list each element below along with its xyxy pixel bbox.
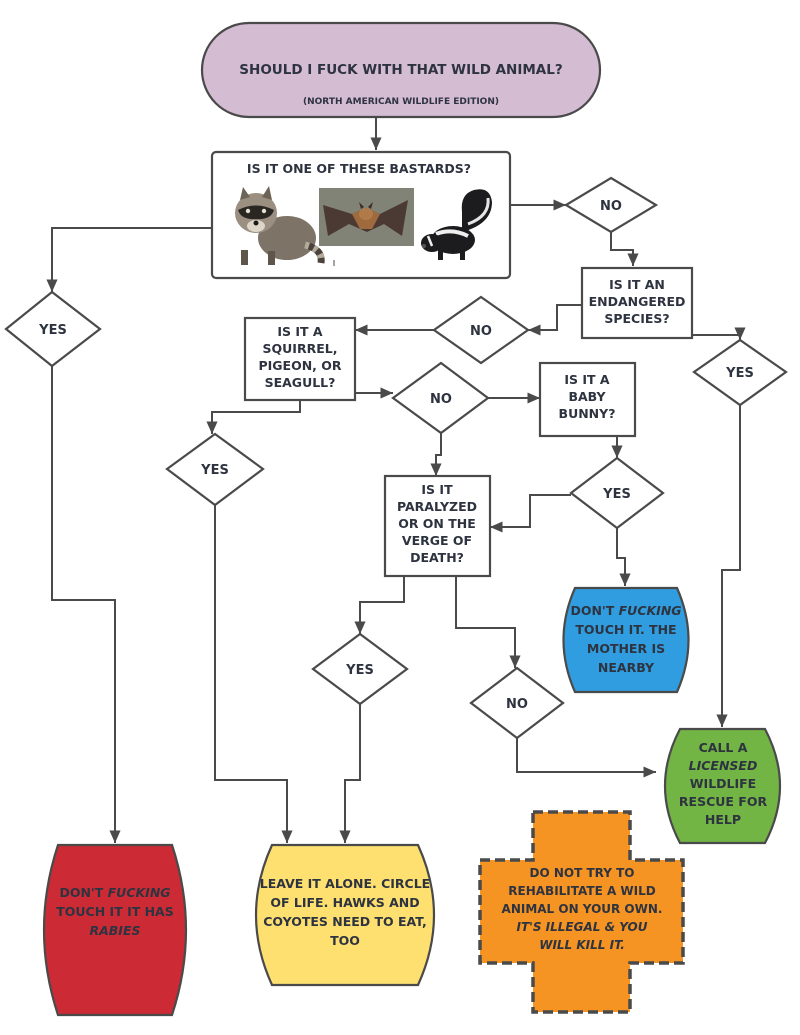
decision-no3-label: NO xyxy=(430,392,452,407)
warning-l1: DO NOT TRY TO xyxy=(530,866,635,880)
outcome-mother-l1a: DON'T xyxy=(570,603,618,618)
svg-text:DON'T FUCKING: DON'T FUCKING xyxy=(570,603,681,618)
q-squirrel-l2: SQUIRREL, xyxy=(263,341,338,356)
q-squirrel-l1: IS IT A xyxy=(277,324,323,339)
title-line2: (NORTH AMERICAN WILDLIFE EDITION) xyxy=(303,97,499,107)
connectors xyxy=(46,117,746,843)
warning-l3: ANIMAL ON YOUR OWN. xyxy=(502,902,663,916)
skunk-image xyxy=(416,186,498,264)
q-bunny-l3: BUNNY? xyxy=(559,406,616,421)
decision-no1-label: NO xyxy=(600,199,622,214)
q-paralyzed-l4: VERGE OF xyxy=(402,533,472,548)
question-bastards: IS IT ONE OF THESE BASTARDS? xyxy=(210,150,512,280)
outcome-mother-nearby: DON'T FUCKING TOUCH IT. THE MOTHER IS NE… xyxy=(562,586,690,694)
edge-yes2-to-rescue xyxy=(716,405,741,727)
edge-yes3-to-leave xyxy=(214,505,293,843)
decision-no2: NO xyxy=(432,295,530,365)
edge-no4-to-rescue xyxy=(516,738,656,778)
decision-yes4-label: YES xyxy=(602,487,631,502)
decision-yes5-label: YES xyxy=(345,663,374,678)
outcome-mother-l1b: FUCKING xyxy=(619,603,682,618)
decision-yes4: YES xyxy=(569,456,665,530)
outcome-rescue-l4: RESCUE FOR xyxy=(679,794,768,809)
decision-no2-label: NO xyxy=(470,324,492,339)
q-paralyzed-l3: OR ON THE xyxy=(398,516,476,531)
warning-l4: IT'S ILLEGAL & YOU xyxy=(517,920,648,934)
q-paralyzed-l1: IS IT xyxy=(421,482,453,497)
title-node: SHOULD I FUCK WITH THAT WILD ANIMAL? (NO… xyxy=(200,21,602,119)
edge-squirrel-to-yes3 xyxy=(206,400,301,434)
outcome-rabies: DON'T FUCKING TOUCH IT IT HAS RABIES xyxy=(42,843,188,1017)
q-paralyzed-l2: PARALYZED xyxy=(397,499,477,514)
outcome-rabies-l1b: FUCKING xyxy=(108,885,171,900)
edge-paralyzed-to-yes5 xyxy=(354,576,405,634)
warning-l5: WILL KILL IT. xyxy=(539,938,625,952)
q-bunny-l1: IS IT A xyxy=(564,372,610,387)
question-bastards-label: IS IT ONE OF THESE BASTARDS? xyxy=(247,161,471,176)
decision-no4: NO xyxy=(469,666,565,740)
decision-yes1-label: YES xyxy=(38,323,67,338)
outcome-leave-it-alone: LEAVE IT ALONE. CIRCLE OF LIFE. HAWKS AN… xyxy=(254,843,436,987)
edge-yes4-to-paralyzed xyxy=(490,494,571,533)
question-endangered: IS IT AN ENDANGERED SPECIES? xyxy=(580,266,694,340)
decision-yes3: YES xyxy=(165,432,265,507)
question-paralyzed: IS IT PARALYZED OR ON THE VERGE OF DEATH… xyxy=(383,474,492,578)
edge-bastards-to-yes1 xyxy=(46,227,212,292)
svg-text:DON'T FUCKING: DON'T FUCKING xyxy=(59,885,170,900)
warning-cross: DO NOT TRY TO REHABILITATE A WILD ANIMAL… xyxy=(478,810,685,1014)
q-endangered-l1: IS IT AN xyxy=(609,277,665,292)
decision-no1: NO xyxy=(563,176,659,234)
decision-yes3-label: YES xyxy=(200,463,229,478)
decision-yes1: YES xyxy=(4,290,102,368)
q-bunny-l2: BABY xyxy=(568,389,606,404)
outcome-rabies-l3: RABIES xyxy=(89,923,140,938)
edge-paralyzed-to-no4 xyxy=(455,576,521,668)
edge-yes1-to-rabies xyxy=(51,366,121,843)
q-endangered-l2: ENDANGERED xyxy=(589,294,686,309)
outcome-leave-l4: TOO xyxy=(330,933,360,948)
outcome-rescue-l1: CALL A xyxy=(699,740,748,755)
outcome-mother-l3: MOTHER IS xyxy=(587,641,665,656)
decision-no4-label: NO xyxy=(506,697,528,712)
outcome-leave-l3: COYOTES NEED TO EAT, xyxy=(263,914,427,929)
outcome-rabies-l2: TOUCH IT IT HAS xyxy=(56,904,174,919)
question-bunny: IS IT A BABY BUNNY? xyxy=(538,361,637,438)
outcome-mother-l2: TOUCH IT. THE xyxy=(575,622,676,637)
outcome-leave-l2: OF LIFE. HAWKS AND xyxy=(270,895,419,910)
q-squirrel-l3: PIGEON, OR xyxy=(258,358,341,373)
q-squirrel-l4: SEAGULL? xyxy=(265,375,336,390)
outcome-mother-l4: NEARBY xyxy=(598,660,655,675)
raccoon-image xyxy=(222,186,325,270)
decision-no3: NO xyxy=(391,361,490,435)
q-paralyzed-l5: DEATH? xyxy=(410,550,464,565)
outcome-rescue-l3: WILDLIFE xyxy=(690,776,756,791)
outcome-leave-l1: LEAVE IT ALONE. CIRCLE xyxy=(260,876,430,891)
edge-endangered-to-no2 xyxy=(528,304,582,336)
edge-yes4-to-mother xyxy=(616,528,631,586)
outcome-rescue-l2: LICENSED xyxy=(689,758,758,773)
edge-endangered-to-yes2 xyxy=(692,327,746,340)
q-endangered-l3: SPECIES? xyxy=(604,311,669,326)
edge-yes5-to-leave xyxy=(339,704,361,843)
edge-no3-to-paralyzed xyxy=(430,433,442,476)
outcome-wildlife-rescue: CALL A LICENSED WILDLIFE RESCUE FOR HELP xyxy=(663,727,782,845)
bat-image xyxy=(319,188,414,266)
edge-no1-to-endangered xyxy=(610,232,639,266)
outcome-rescue-l5: HELP xyxy=(705,812,741,827)
question-squirrel: IS IT A SQUIRREL, PIGEON, OR SEAGULL? xyxy=(243,316,357,402)
warning-l2: REHABILITATE A WILD xyxy=(508,884,655,898)
decision-yes2-label: YES xyxy=(725,366,754,381)
title-line1: SHOULD I FUCK WITH THAT WILD ANIMAL? xyxy=(239,62,562,78)
outcome-rabies-l1a: DON'T xyxy=(59,885,107,900)
decision-yes2: YES xyxy=(692,338,788,407)
decision-yes5: YES xyxy=(311,632,409,706)
